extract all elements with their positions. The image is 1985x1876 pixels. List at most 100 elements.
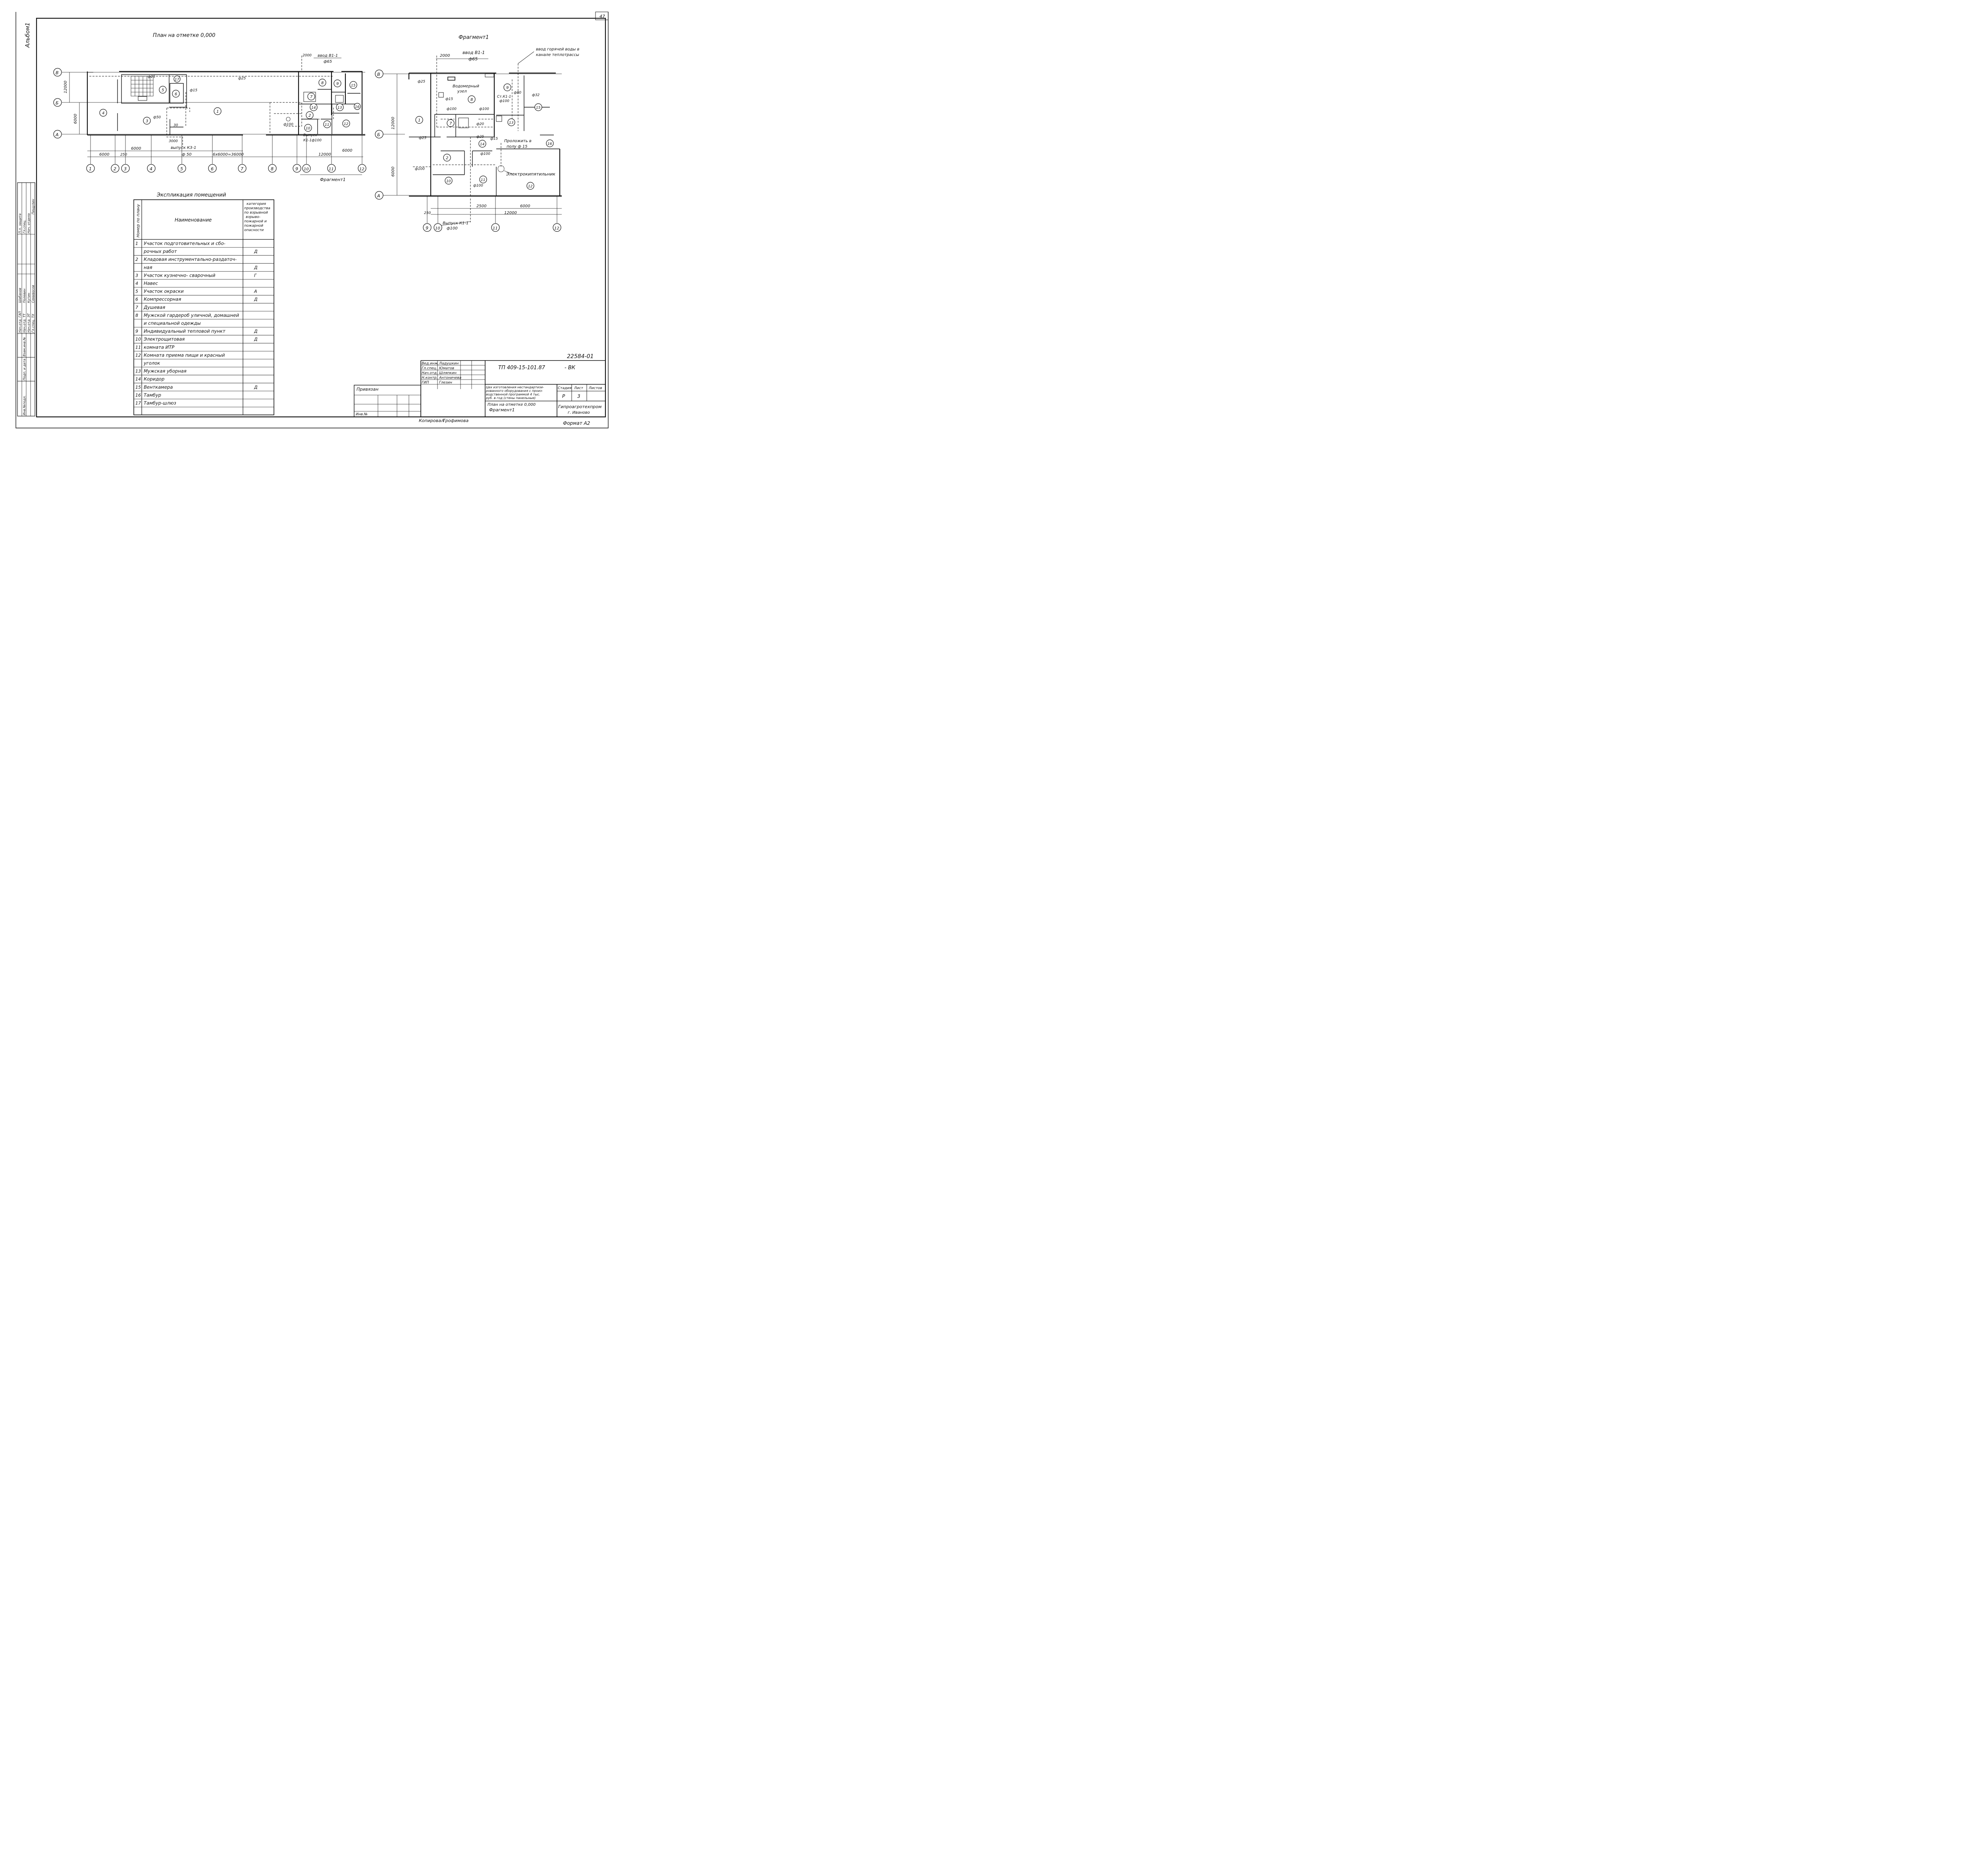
plan-dim-6000d: 6000 (342, 148, 352, 153)
explication-cell-num: 2 (135, 257, 138, 262)
explication-cell-name: Участок подготовительных и сбо- (144, 241, 225, 246)
explication-cell-num: 1 (135, 241, 138, 246)
side-stamp-row-7: Нач. отдела (27, 213, 31, 233)
side-stamp-row-3: Нач.отд. ЭТ (27, 313, 31, 333)
fragment-prolozhit-2: полу ф 15 (507, 145, 528, 149)
plan-dim-250: 250 (120, 153, 127, 157)
side-stamp-inv-2: Подп. и дата (23, 359, 26, 380)
stamp-format: Формат А2 (563, 420, 590, 426)
plan-room-8: 8 (321, 81, 324, 85)
explication-cell-num: 10 (135, 337, 141, 342)
explication-cell-cat: А (254, 289, 257, 294)
plan-room-9: 9 (336, 82, 339, 86)
side-stamp: Альбом1 Нач.отд. ГАП Нач.отд. ТТ Нач.отд… (17, 23, 35, 416)
explication-cell-num: 14 (135, 377, 141, 382)
explication-cell-name: и специальной одежды (144, 320, 201, 326)
plan-axis-B (53, 98, 62, 107)
plan-title: План на отметке 0,000 (153, 33, 215, 39)
stamp-person: Юматов (439, 366, 454, 370)
fragment-st: Ст.К1-1 (497, 95, 511, 99)
stamp-person: Шляпкин (439, 371, 457, 375)
plan-dim-span: 6х6000=36000 (213, 152, 244, 157)
explication-cell-name: уголок (143, 361, 160, 366)
explication-col-cat-5: пожарной и (244, 220, 267, 224)
plan-dim-6000: 6000 (73, 114, 78, 124)
sheet-number: 47 (599, 14, 605, 19)
plan-vvod: ввод В1-1 (318, 54, 338, 58)
fragment-room-12: 12 (528, 185, 533, 189)
plan-dim-3000: 3000 (169, 139, 178, 143)
fragment-vodomer-1: Водомерный (453, 84, 479, 89)
plan-room-10: 10 (306, 127, 310, 131)
plan-room-11: 11 (325, 123, 329, 127)
drawing-sheet: 47 Альбом1 Нач.отд. ГАП Нач.отд. ТТ Нач.… (15, 12, 609, 428)
fragment-axis-A-label: А (377, 193, 380, 199)
explication-cell-name: Кладовая инструментально-раздаточ- (144, 256, 237, 262)
side-stamp-row-6: Гл.спец. (23, 220, 26, 233)
fragment-dim-12000b: 12000 (504, 211, 517, 215)
plan-room-17: 17 (175, 78, 179, 82)
stamp-org-1: Гипроагротехпром (558, 404, 601, 409)
side-stamp-row-4: Гл.спец. ТХ (31, 314, 35, 333)
stamp-code: ТП 409-15-101.87 (498, 365, 545, 371)
fragment-dim-6000: 6000 (391, 167, 395, 177)
stamp-person: Ладушкин (439, 362, 459, 366)
fragment-f100c: ф100 (480, 152, 490, 156)
side-stamp-name-2: Полевин (23, 289, 26, 303)
explication-cell-num: 4 (135, 281, 138, 286)
explication-cell-num: 8 (135, 313, 138, 318)
plan-axis-9: 9 (295, 166, 298, 172)
explication-cell-name: Коридор (144, 376, 164, 382)
stamp-person: Антоничева (439, 376, 461, 380)
fragment-axis-12: 12 (554, 226, 559, 231)
explication-col-name: Наименование (175, 217, 212, 223)
side-stamp-name-1: Шабанов (18, 288, 22, 303)
side-stamp-name-7: Пищулин (31, 199, 35, 214)
fragment-room-1: 1 (418, 118, 420, 123)
explication-col-cat-7: опасности (244, 228, 264, 232)
explication-cell-name: Компрессорная (144, 297, 181, 302)
plan-axis-11: 11 (329, 167, 334, 172)
fragment-axis-B-label: Б (377, 132, 380, 137)
plan-axis-A (53, 130, 62, 139)
side-stamp-inv-3: Взам.инв.№ (23, 337, 26, 357)
fragment-axis-B (375, 130, 384, 139)
explication-cell-name: Комната приема пищи и красный (144, 352, 225, 358)
explication-col-cat-1: категория (247, 202, 266, 206)
fragment-f100e: ф100 (473, 184, 483, 188)
stamp-doc-no: 22584-01 (567, 353, 594, 360)
explication-cell-name: Душевая (143, 305, 165, 310)
plan-vypusk-k3: выпуск К3-1 (171, 146, 196, 150)
plan-axis-1: 1 (89, 166, 92, 172)
fragment-room-11: 11 (481, 178, 485, 182)
side-stamp-row-2: Нач.отд. ТТ (23, 313, 26, 333)
plan-axis-6: 6 (211, 166, 214, 172)
plan-room-14: 14 (311, 106, 316, 110)
stamp-role: Гл.спец. (422, 366, 437, 370)
stamp-h-stage: Стадия (558, 386, 572, 390)
plan-room-5: 5 (162, 88, 164, 93)
plan-vypusk-k1: Выпуск (303, 133, 317, 137)
side-stamp-row-5: П.п. защита (18, 214, 22, 233)
explication-cell-num: 6 (135, 297, 138, 302)
plan-room-2: 2 (308, 114, 311, 118)
plan-dim-2000: 2000 (303, 54, 312, 58)
explication-cell-name: Электрощитовая (143, 336, 185, 342)
explication-cell-name: Мужская уборная (144, 368, 187, 374)
plan-axis-12: 12 (359, 167, 364, 172)
fragment-vypusk-d: ф100 (447, 226, 458, 231)
fragment-f25c: ф25 (476, 135, 484, 139)
fragment-f15b: ф15 (490, 137, 498, 141)
stamp-project-4: руб. в год (стены панельные) (486, 396, 536, 400)
plan-dim-12000: 12000 (64, 81, 68, 93)
main-plan: План на отметке 0,000 12000 6000 В Б А (53, 33, 366, 182)
stamp-privyazan: Привязан (357, 387, 378, 392)
explication-cell-cat: Д (254, 337, 258, 342)
plan-room-16: 16 (355, 105, 360, 109)
plan-dim-12000b: 12000 (318, 152, 331, 157)
plan-f50: ф50 (153, 116, 161, 120)
fragment-1: Фрагмент1 12000 6000 В Б А (375, 35, 579, 232)
plan-dim-6000c: 6000 (99, 152, 109, 157)
fragment-f32: ф32 (532, 93, 540, 97)
